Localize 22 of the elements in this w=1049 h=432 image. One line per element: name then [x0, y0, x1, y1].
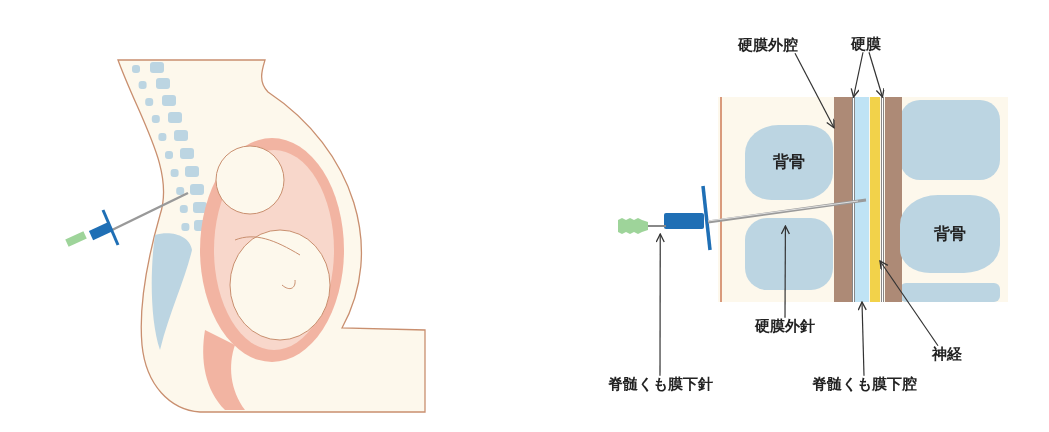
leader-line — [868, 51, 885, 98]
callout-label: 脊髄くも膜下針 — [607, 375, 713, 393]
leader-line — [850, 51, 864, 98]
dura-line — [852, 97, 855, 302]
callout-label: 神経 — [932, 345, 962, 363]
leader-line — [857, 301, 867, 377]
leader-line — [655, 233, 665, 377]
callout-label: 脊髄くも膜下腔 — [811, 375, 917, 393]
vertebra-bone: 背骨 — [900, 195, 1000, 273]
epidural-needle-drawing — [708, 198, 866, 226]
nerve-band — [870, 97, 880, 302]
leader-line — [879, 260, 939, 347]
vertebra-bone: 背骨 — [745, 125, 833, 200]
leader-line — [780, 225, 791, 319]
callout-label: 硬膜 — [851, 35, 881, 53]
dura-line — [881, 97, 884, 302]
subarachnoid-space-band — [855, 97, 869, 302]
callout-label: 硬膜外針 — [755, 317, 815, 335]
callout-label: 硬膜外腔 — [738, 36, 798, 54]
epidural-space-band — [834, 97, 852, 302]
spinal-needle-drawing — [618, 218, 666, 234]
leader-line — [794, 52, 835, 129]
